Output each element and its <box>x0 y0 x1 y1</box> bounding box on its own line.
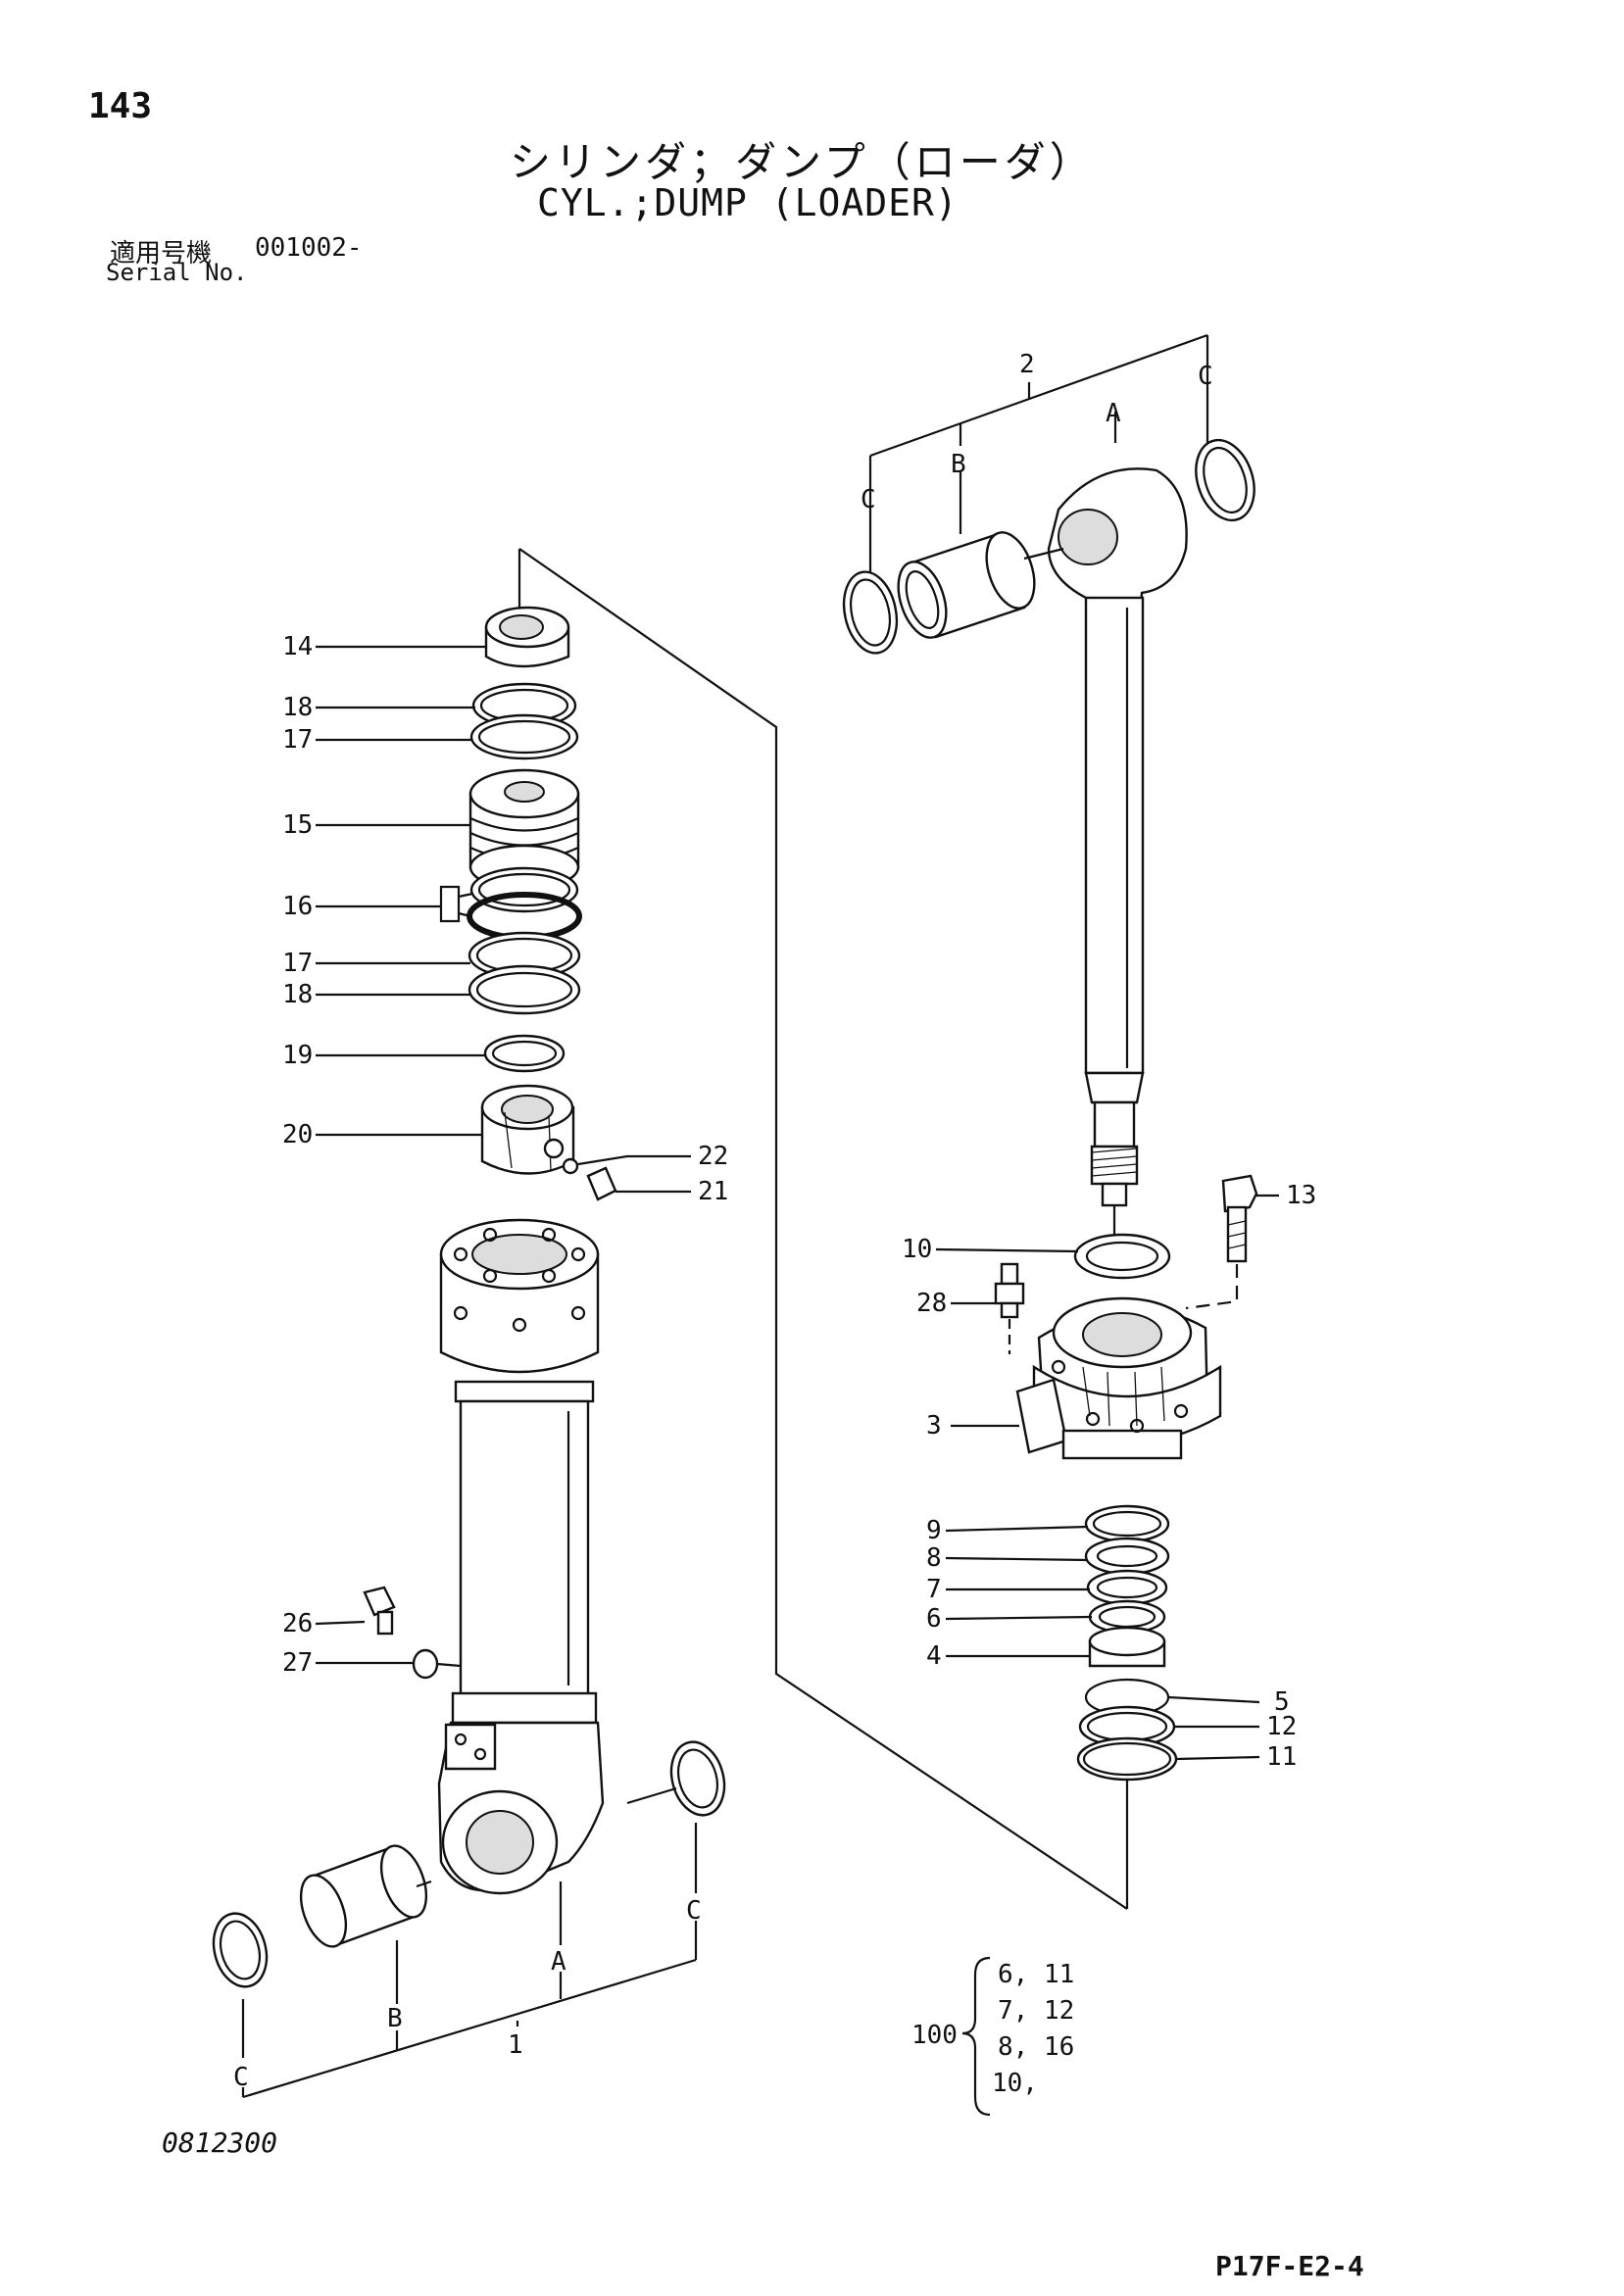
serial-label-japanese: 適用号機 <box>110 239 213 269</box>
callout-19: 19 <box>282 1041 313 1070</box>
serial-label-english: Serial No. <box>106 259 248 286</box>
cylinder-head-3 <box>1015 1296 1222 1460</box>
callout-9: 9 <box>926 1516 942 1545</box>
bushing-left <box>299 1844 428 1948</box>
callout-10: 10 <box>902 1235 932 1264</box>
label-C-right-2: C <box>1198 362 1213 391</box>
nut-14 <box>484 606 570 668</box>
callout-26: 26 <box>282 1609 313 1638</box>
kit-number: 100 <box>911 2021 958 2050</box>
label-A-right: A <box>1106 399 1121 428</box>
callout-15: 15 <box>282 810 313 840</box>
fitting-28 <box>994 1262 1025 1319</box>
page-title-japanese: シリンダ；ダンプ（ローダ） <box>510 138 1095 186</box>
callout-6: 6 <box>926 1604 942 1634</box>
callout-21: 21 <box>698 1177 728 1206</box>
rod-assembly <box>842 333 1255 1207</box>
callout-2: 2 <box>1019 350 1035 379</box>
callout-17a: 17 <box>282 725 313 755</box>
callout-18a: 18 <box>282 693 313 722</box>
label-B-left: B <box>387 2004 403 2033</box>
label-B-right: B <box>951 450 966 479</box>
callout-28: 28 <box>916 1289 947 1318</box>
head-seal-stack <box>1076 1504 1178 1782</box>
label-C-right-1: C <box>861 485 876 514</box>
document-code: 0812300 <box>162 2126 278 2159</box>
kit-item-2: 7, 12 <box>998 1996 1074 2026</box>
callout-14: 14 <box>282 632 313 661</box>
plug-26 <box>363 1586 396 1617</box>
callout-20: 20 <box>282 1120 313 1149</box>
callout-4: 4 <box>926 1641 942 1671</box>
callout-27: 27 <box>282 1648 313 1678</box>
label-C-left-1: C <box>686 1896 702 1926</box>
callout-5: 5 <box>1274 1687 1290 1717</box>
callout-12: 12 <box>1266 1712 1297 1741</box>
callout-16: 16 <box>282 892 313 921</box>
kit-item-3: 8, 16 <box>998 2032 1074 2062</box>
kit-item-1: 6, 11 <box>998 1960 1074 1989</box>
callout-17b: 17 <box>282 949 313 978</box>
serial-number-value: 001002- <box>255 233 363 263</box>
cylinder-tube-1 <box>437 1218 605 1895</box>
callout-1: 1 <box>508 2030 523 2060</box>
label-A-left: A <box>551 1947 566 1977</box>
callout-22: 22 <box>698 1142 728 1171</box>
callout-3: 3 <box>926 1411 942 1441</box>
screw-21 <box>586 1166 617 1201</box>
label-C-left-2: C <box>233 2063 249 2092</box>
o-ring-27 <box>412 1648 439 1680</box>
callout-8: 8 <box>926 1543 942 1573</box>
kit-item-4: 10, <box>992 2069 1038 2098</box>
bolt-13 <box>1221 1174 1258 1263</box>
ball-22 <box>562 1157 579 1175</box>
callout-13: 13 <box>1286 1181 1316 1210</box>
page-reference-code: P17F-E2-4 <box>1215 2250 1364 2282</box>
callout-11: 11 <box>1266 1742 1297 1772</box>
callout-7: 7 <box>926 1575 942 1604</box>
nut-20 <box>480 1084 575 1175</box>
callout-18b: 18 <box>282 980 313 1009</box>
callout-labels: 14 18 17 15 16 17 18 19 20 22 21 26 27 1… <box>233 350 1316 2098</box>
page-number: 143 <box>88 86 153 126</box>
page-title-english: CYL.;DUMP (LOADER) <box>537 181 959 224</box>
seal-10 <box>1073 1233 1171 1280</box>
